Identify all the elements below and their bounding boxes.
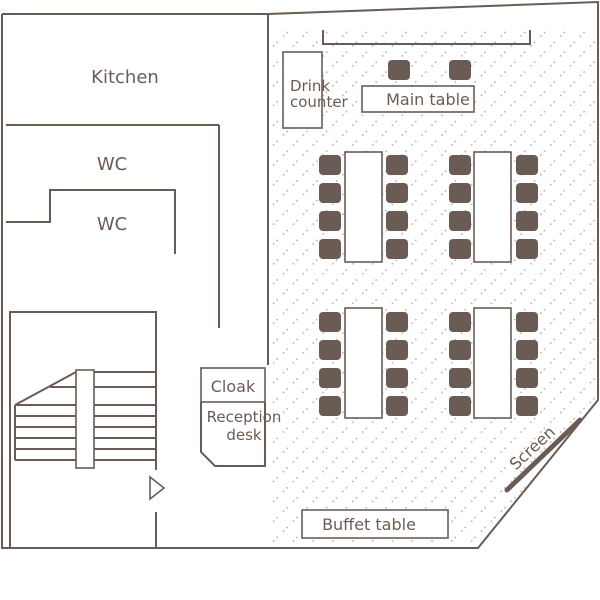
- chair: [516, 368, 538, 388]
- chair: [516, 312, 538, 332]
- chair: [386, 340, 408, 360]
- chair: [449, 60, 471, 80]
- main-table: [361, 85, 475, 113]
- chair: [449, 312, 471, 332]
- dining-table: [473, 151, 512, 263]
- chair: [516, 211, 538, 231]
- drink-counter-label: Drink: [290, 77, 330, 95]
- dining-table: [473, 307, 512, 419]
- chair: [386, 183, 408, 203]
- chair: [449, 396, 471, 416]
- chair: [319, 183, 341, 203]
- chair: [449, 368, 471, 388]
- chair: [386, 211, 408, 231]
- wc-label: WC: [97, 214, 127, 235]
- chair: [386, 155, 408, 175]
- chair: [386, 312, 408, 332]
- cloak-label: Cloak: [211, 377, 256, 396]
- reception-desk: [200, 402, 266, 467]
- reception-desk-label: Reception: [207, 408, 282, 426]
- entrance-arrow-icon: [149, 475, 166, 501]
- chair: [516, 183, 538, 203]
- chair: [388, 60, 410, 80]
- chair: [449, 340, 471, 360]
- stairwell-wall: [9, 311, 157, 548]
- wc-wall: [6, 189, 176, 254]
- chair: [319, 239, 341, 259]
- chair: [449, 239, 471, 259]
- chair: [516, 340, 538, 360]
- screen: [504, 417, 583, 493]
- dining-table: [344, 307, 383, 419]
- chair: [449, 183, 471, 203]
- stage-edge: [322, 30, 531, 45]
- chair: [319, 340, 341, 360]
- chair: [386, 239, 408, 259]
- chair: [386, 396, 408, 416]
- chair: [319, 312, 341, 332]
- buffet-table: [301, 509, 449, 539]
- chair: [516, 396, 538, 416]
- chair: [319, 368, 341, 388]
- dining-table: [344, 151, 383, 263]
- stairs: [14, 369, 156, 469]
- chair: [319, 211, 341, 231]
- reception-desk-label: desk: [226, 426, 262, 444]
- buffet-table-label: Buffet table: [322, 515, 416, 534]
- chair: [319, 396, 341, 416]
- kitchen-label: Kitchen: [91, 67, 159, 88]
- chair: [449, 211, 471, 231]
- wc-label: WC: [97, 154, 127, 175]
- chair: [449, 155, 471, 175]
- main-table-label: Main table: [386, 90, 470, 109]
- chair: [386, 368, 408, 388]
- drink-counter-label: counter: [290, 93, 349, 111]
- chair: [516, 239, 538, 259]
- chair: [319, 155, 341, 175]
- chair: [516, 155, 538, 175]
- drink-counter: [282, 51, 323, 129]
- cloak-counter: [200, 367, 266, 403]
